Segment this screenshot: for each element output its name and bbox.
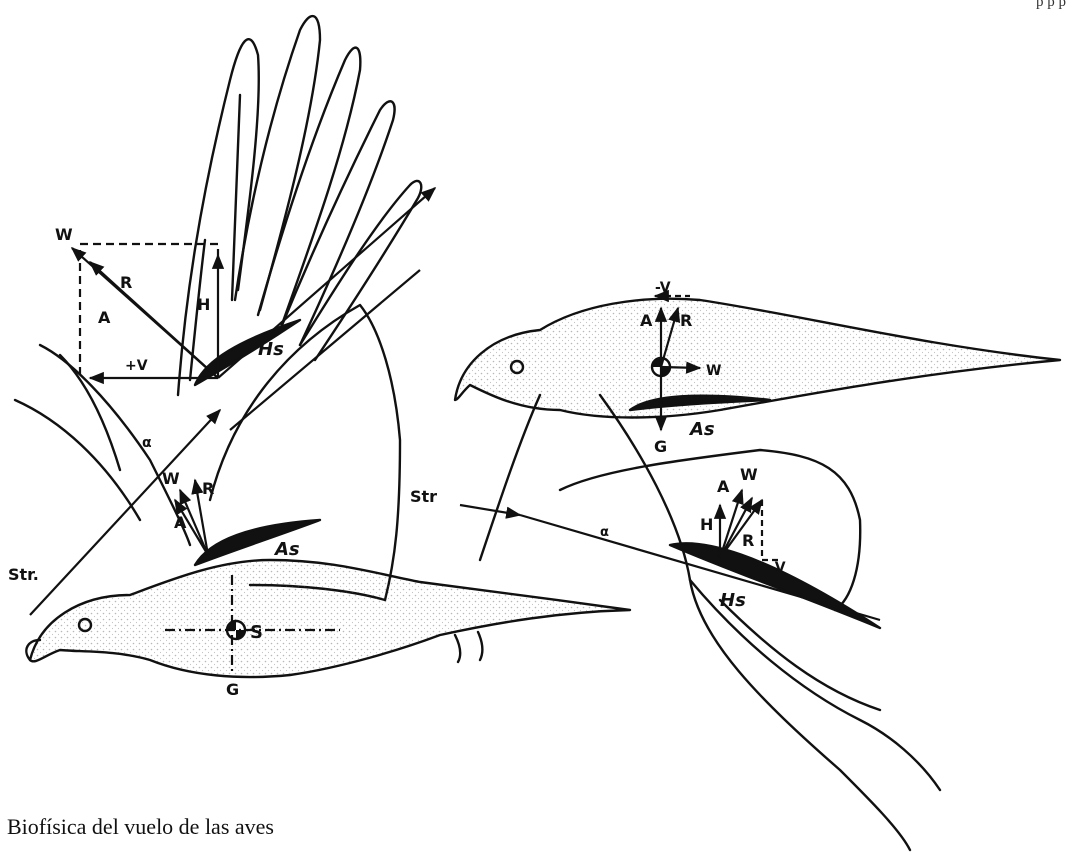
- label-a-right-low: A: [717, 477, 730, 496]
- label-as-right: As: [688, 419, 715, 440]
- label-w-low: W: [162, 469, 180, 488]
- label-g-left: G: [226, 680, 239, 699]
- label-w-top: W: [55, 225, 73, 244]
- label-s: S: [250, 622, 263, 643]
- label-hs-left: Hs: [258, 339, 284, 360]
- right-bird: [455, 299, 1060, 850]
- label-minus-v-low: -V: [770, 560, 786, 576]
- label-as-left: As: [273, 539, 300, 560]
- label-r-low: R: [202, 479, 214, 498]
- label-g-right: G: [654, 437, 667, 456]
- label-r-right-low: R: [742, 531, 754, 550]
- label-r-right-top: R: [680, 311, 692, 330]
- label-hs-right: Hs: [720, 590, 746, 611]
- label-a-right-top: A: [640, 311, 653, 330]
- label-w-right-low: W: [740, 465, 758, 484]
- label-w-right-mid: W: [706, 363, 721, 379]
- left-as-airfoil: [195, 520, 320, 565]
- label-str-left: Str.: [8, 565, 39, 584]
- label-alpha-left: α: [142, 435, 152, 451]
- label-alpha-right: α: [600, 525, 609, 540]
- label-r-top: R: [120, 273, 132, 292]
- left-bird-body: [26, 560, 630, 677]
- label-minus-v-top: -V: [655, 280, 671, 296]
- label-a-low: A: [174, 513, 187, 532]
- label-plus-v: +V: [125, 358, 148, 374]
- left-bird-upper-wing: [178, 16, 421, 395]
- label-h-top: H: [197, 295, 210, 314]
- label-str-right: Str: [410, 487, 437, 506]
- label-a-top: A: [98, 308, 111, 327]
- figure-caption: Biofísica del vuelo de las aves: [7, 814, 274, 840]
- label-h-right: H: [700, 515, 713, 534]
